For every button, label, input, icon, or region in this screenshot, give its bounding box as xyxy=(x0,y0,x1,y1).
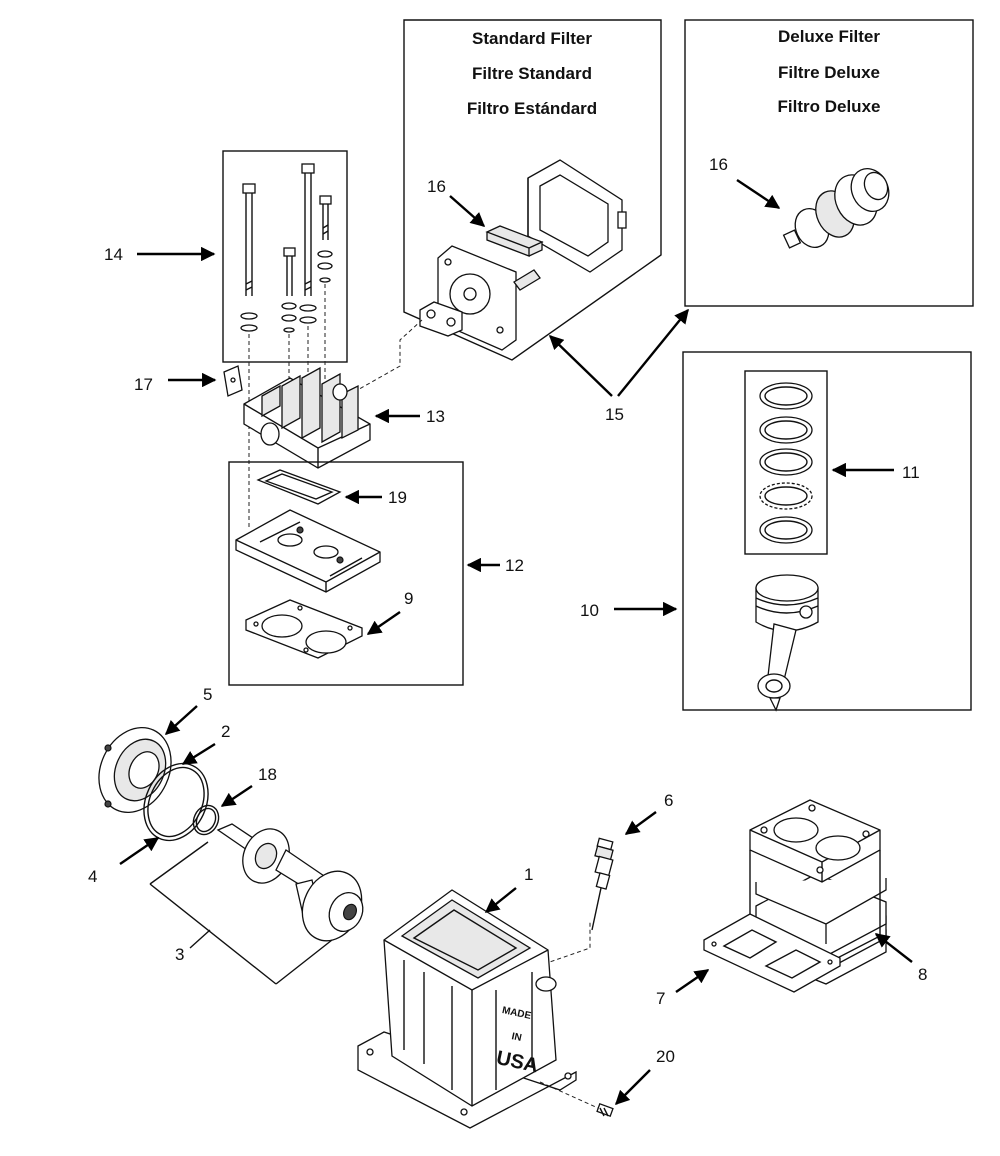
head-bolt-short-2 xyxy=(317,195,333,283)
standard-filter-title-fr: Filtre Standard xyxy=(472,64,592,83)
stamp-in: IN xyxy=(510,1031,522,1044)
callout-19: 19 xyxy=(388,488,407,507)
callout-17: 17 xyxy=(134,375,153,394)
deluxe-filter-title-es: Filtro Deluxe xyxy=(778,97,881,116)
dipstick xyxy=(591,837,614,931)
standard-filter-box: Standard Filter Filtre Standard Filtro E… xyxy=(403,19,662,361)
filter-element xyxy=(485,225,544,257)
crankshaft xyxy=(216,823,364,942)
valve-plate-gasket-small xyxy=(256,469,342,505)
callout-4: 4 xyxy=(88,867,97,886)
deluxe-filter-title: Deluxe Filter xyxy=(778,27,880,46)
callout-7: 7 xyxy=(656,989,665,1008)
filter-gasket xyxy=(419,301,463,337)
crankshaft-bracket xyxy=(149,841,333,985)
callout-2: 2 xyxy=(221,722,230,741)
deluxe-filter-box: Deluxe Filter Filtre Deluxe Filtro Delux… xyxy=(684,19,974,307)
head-gasket xyxy=(245,599,363,659)
deluxe-filter-title-fr: Filtre Deluxe xyxy=(778,63,880,82)
callout-16-standard: 16 xyxy=(427,177,446,196)
callout-12: 12 xyxy=(505,556,524,575)
cylinder-head xyxy=(243,366,371,469)
cylinder-base-gasket xyxy=(703,913,841,993)
head-bolt-short-1 xyxy=(281,247,297,333)
callout-13: 13 xyxy=(426,407,445,426)
callout-8: 8 xyxy=(918,965,927,984)
head-bolt-long-2 xyxy=(299,163,317,324)
callout-11: 11 xyxy=(902,463,920,482)
standard-filter-title-es: Filtro Estándard xyxy=(467,99,597,118)
callout-18: 18 xyxy=(258,765,277,784)
callout-5: 5 xyxy=(203,685,212,704)
piston-and-rod xyxy=(755,574,819,712)
head-bolts-box: 14 xyxy=(104,150,348,363)
callout-1: 1 xyxy=(524,865,533,884)
standard-filter-title: Standard Filter xyxy=(472,29,592,48)
callout-9: 9 xyxy=(404,589,413,608)
callout-10: 10 xyxy=(580,601,599,620)
crankcase: MADE IN USA xyxy=(357,889,577,1129)
valve-plate-box: 19 9 xyxy=(228,461,464,686)
callout-16-deluxe: 16 xyxy=(709,155,728,174)
callout-15: 15 xyxy=(605,405,624,424)
bracket xyxy=(223,365,243,397)
valve-plate xyxy=(235,509,381,593)
head-bolt-long-1 xyxy=(240,183,258,332)
piston-rings xyxy=(759,382,813,544)
callout-20: 20 xyxy=(656,1047,675,1066)
callout-14: 14 xyxy=(104,245,123,264)
filter-housing-cover xyxy=(527,159,627,273)
callout-3: 3 xyxy=(175,945,184,964)
piston-box: 11 xyxy=(682,351,972,712)
deluxe-filter-element xyxy=(782,168,890,249)
o-ring-small xyxy=(192,804,220,836)
callout-6: 6 xyxy=(664,791,673,810)
drain-plug xyxy=(596,1103,614,1117)
